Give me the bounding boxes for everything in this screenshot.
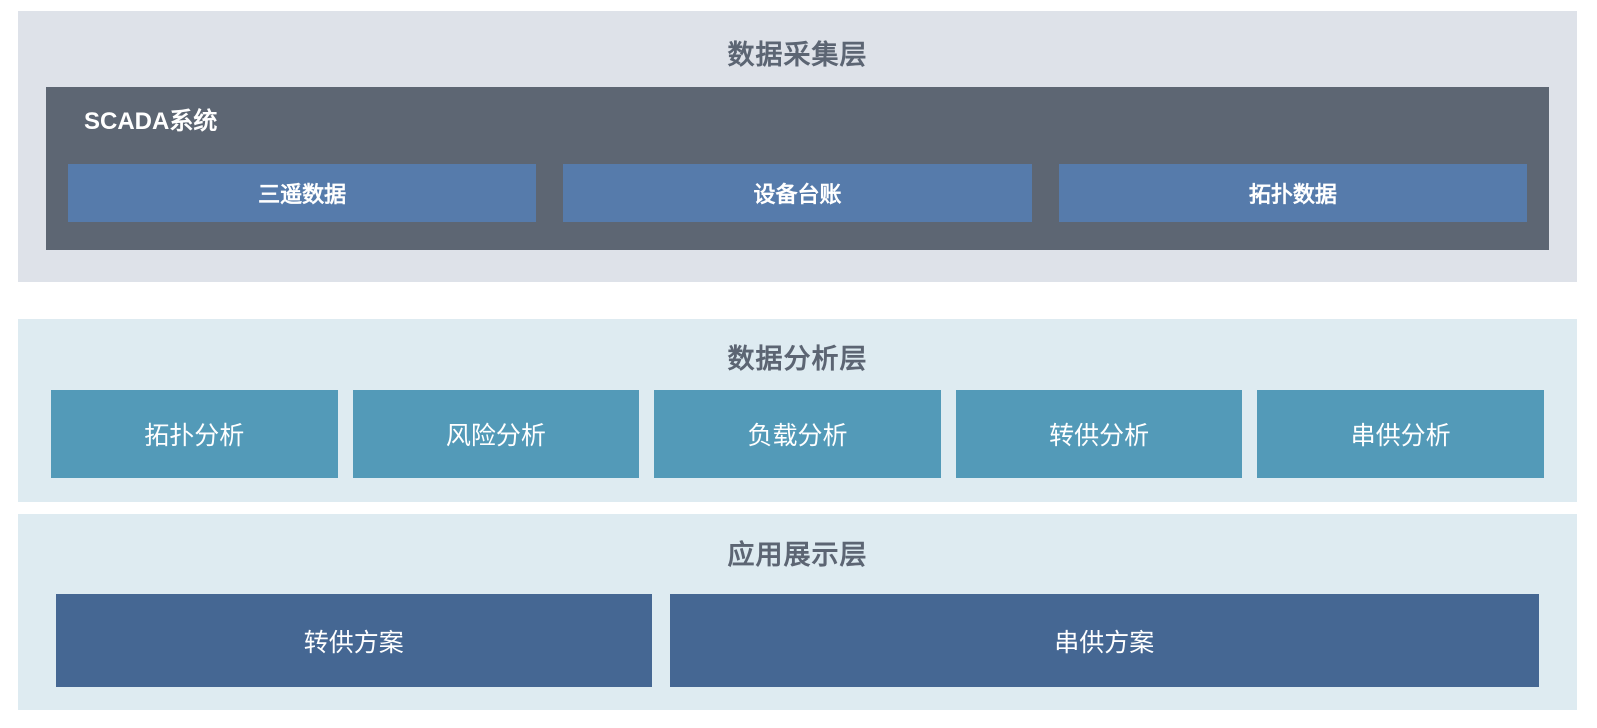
layer-title-application-display: 应用展示层	[727, 540, 868, 570]
scada-item-equipment-ledger[interactable]: 设备台账	[563, 164, 1032, 222]
layer-title-data-analysis: 数据分析层	[727, 344, 868, 374]
application-item-list: 转供方案 串供方案	[56, 594, 1539, 687]
scada-item-sanyao-data[interactable]: 三遥数据	[68, 164, 537, 222]
layer-application-display: 应用展示层 转供方案 串供方案	[18, 514, 1577, 710]
scada-group-box: SCADA系统 三遥数据 设备台账 拓扑数据	[46, 87, 1549, 250]
analysis-item-risk[interactable]: 风险分析	[352, 390, 640, 478]
scada-item-list: 三遥数据 设备台账 拓扑数据	[68, 164, 1527, 222]
layer-title-data-collection: 数据采集层	[727, 40, 868, 70]
layer-data-analysis: 数据分析层 拓扑分析 风险分析 负载分析 转供分析 串供分析	[18, 319, 1577, 502]
analysis-item-series-supply[interactable]: 串供分析	[1257, 390, 1544, 478]
analysis-item-transfer-supply[interactable]: 转供分析	[955, 390, 1243, 478]
layer-data-collection: 数据采集层 SCADA系统 三遥数据 设备台账 拓扑数据	[18, 11, 1577, 282]
application-item-series-supply-plan[interactable]: 串供方案	[669, 594, 1539, 687]
scada-group-label: SCADA系统	[84, 108, 218, 135]
scada-item-topology-data[interactable]: 拓扑数据	[1058, 164, 1527, 222]
analysis-item-load[interactable]: 负载分析	[654, 390, 941, 478]
analysis-item-topology[interactable]: 拓扑分析	[51, 390, 338, 478]
application-item-transfer-supply-plan[interactable]: 转供方案	[56, 594, 652, 687]
analysis-item-list: 拓扑分析 风险分析 负载分析 转供分析 串供分析	[51, 390, 1544, 478]
